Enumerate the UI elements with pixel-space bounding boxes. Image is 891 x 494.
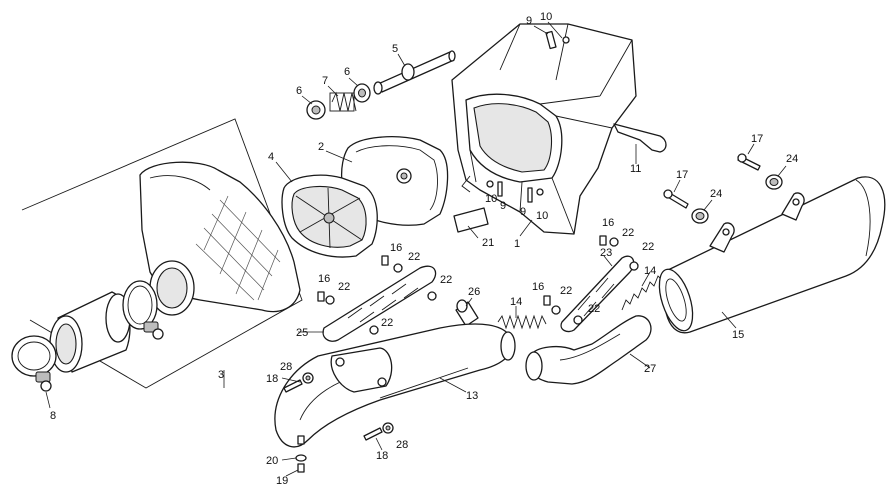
rubber-grommet-part-24-upper (765, 174, 783, 190)
bolt-part-19 (297, 463, 305, 473)
callout-14-left: 14 (510, 296, 522, 308)
hose-clamp-upper (122, 280, 164, 340)
spacer-part-26 (455, 299, 479, 327)
callout-16-c: 16 (532, 281, 544, 293)
stud-part-18-right (363, 427, 383, 441)
washer-part-6-left (306, 100, 326, 120)
callout-9-mid-left: 9 (500, 200, 506, 212)
callout-17-lower: 17 (676, 169, 688, 181)
airbox-group-outline (21, 118, 303, 389)
callout-2: 2 (318, 141, 324, 153)
callout-22-g: 22 (622, 227, 634, 239)
link-pipe-part-27 (525, 315, 652, 385)
callout-22-b: 22 (338, 281, 350, 293)
callout-10-top: 10 (540, 11, 552, 23)
heat-shield-part-25 (322, 265, 437, 342)
callout-24-lower: 24 (710, 188, 722, 200)
callout-22-d: 22 (381, 317, 393, 329)
callout-22-e: 22 (560, 285, 572, 297)
callout-19: 19 (276, 475, 288, 487)
spring-part-14-right (621, 269, 667, 311)
bracket-part-11 (613, 123, 667, 153)
airbox-frame-part-1 (451, 23, 637, 235)
rubber-intake-duct (49, 291, 131, 373)
callout-23: 23 (600, 247, 612, 259)
callout-1: 1 (514, 238, 520, 250)
small-fasteners-part-9-10 (486, 180, 544, 203)
callout-3: 3 (218, 369, 224, 381)
callout-10-mid-left: 10 (485, 193, 497, 205)
callout-17-upper: 17 (751, 133, 763, 145)
label-sticker-part-21 (453, 207, 489, 233)
washer-part-20 (295, 454, 307, 462)
callout-27: 27 (644, 363, 656, 375)
hose-clamp-lower-part-8 (11, 335, 57, 392)
callout-11: 11 (630, 163, 641, 175)
callout-28-left: 28 (280, 361, 292, 373)
exhaust-header-part-13 (274, 323, 516, 448)
silencer-part-15 (658, 176, 886, 334)
heat-shield-part-23 (560, 255, 635, 333)
nut-part-28-left (302, 372, 314, 384)
callout-13: 13 (466, 390, 478, 402)
callout-18-right: 18 (376, 450, 388, 462)
callout-22-a: 22 (408, 251, 420, 263)
callout-5: 5 (392, 43, 398, 55)
fasteners-part-16-22 (317, 235, 639, 335)
stud-part-18-left (283, 379, 303, 393)
callout-26: 26 (468, 286, 480, 298)
callout-21: 21 (482, 237, 494, 249)
spring-part-14-left (497, 314, 547, 330)
callout-6-left: 6 (296, 85, 302, 97)
airbox-housing (139, 161, 301, 316)
callout-16-b: 16 (318, 273, 330, 285)
callout-14-right: 14 (644, 265, 656, 277)
nut-part-28-right (382, 422, 394, 434)
callout-20: 20 (266, 455, 278, 467)
bolt-part-17-lower (663, 189, 689, 209)
callout-22-h: 22 (642, 241, 654, 253)
callout-15: 15 (732, 329, 744, 341)
callout-8: 8 (50, 410, 56, 422)
callout-6-right: 6 (344, 66, 350, 78)
callout-7: 7 (322, 75, 328, 87)
callout-4: 4 (268, 151, 274, 163)
callout-22-c: 22 (440, 274, 452, 286)
callout-10-mid-right: 10 (536, 210, 548, 222)
callout-28-right: 28 (396, 439, 408, 451)
long-bolt-part-5 (373, 50, 456, 95)
callout-16-d: 16 (602, 217, 614, 229)
callout-25: 25 (296, 327, 308, 339)
callout-9-mid-right: 9 (520, 206, 526, 218)
spring-part-7 (329, 91, 357, 112)
callout-22-f: 22 (588, 303, 600, 315)
bolt-part-17-upper (737, 153, 761, 171)
callout-9-top: 9 (526, 15, 532, 27)
leader-lines (45, 21, 787, 477)
filter-cage-part-4 (281, 174, 378, 258)
callout-labels: 1 2 3 4 5 6 6 7 8 9 9 9 10 10 10 11 13 1… (50, 11, 798, 487)
bolt-part-9-top (545, 30, 557, 50)
washer-part-6-right (353, 83, 371, 103)
callout-18-left: 18 (266, 373, 278, 385)
callout-24-upper: 24 (786, 153, 798, 165)
bolt-part-10-top (562, 36, 570, 44)
rubber-grommet-part-24-lower (691, 208, 709, 224)
callout-16-a: 16 (390, 242, 402, 254)
